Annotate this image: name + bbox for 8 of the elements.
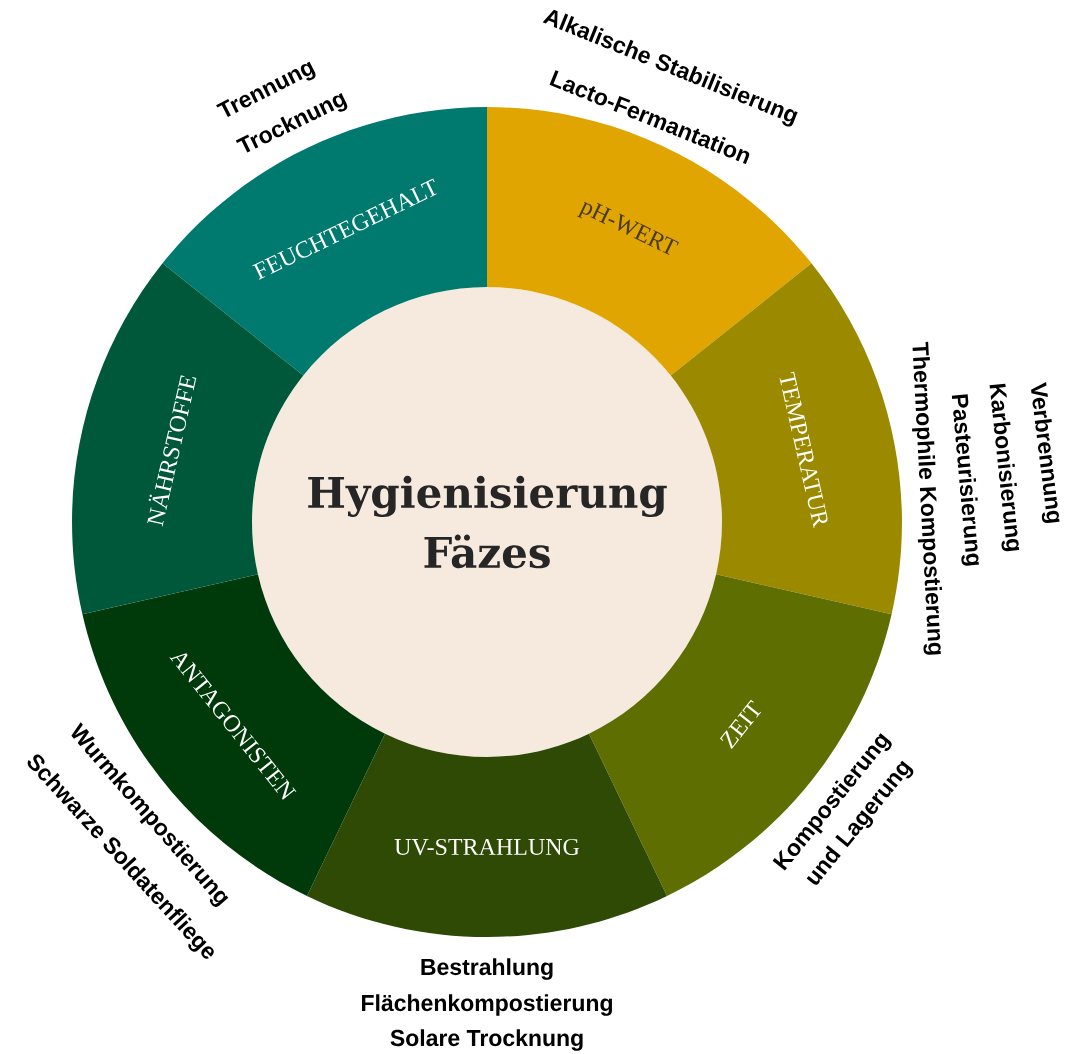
outer-label: Flächenkompostierung xyxy=(362,994,612,1016)
outer-label: Verbrennung xyxy=(1031,382,1060,524)
ring-segment: UV-STRAHLUNG xyxy=(307,733,668,937)
outer-label: Thermophile Kompostierung xyxy=(912,341,942,655)
outer-label: Karbonisierung xyxy=(989,383,1020,552)
outer-label: Solare Trocknung xyxy=(390,1029,583,1051)
outer-label: Bestrahlung xyxy=(421,958,553,980)
outer-label: Pasteurisierung xyxy=(951,394,979,566)
